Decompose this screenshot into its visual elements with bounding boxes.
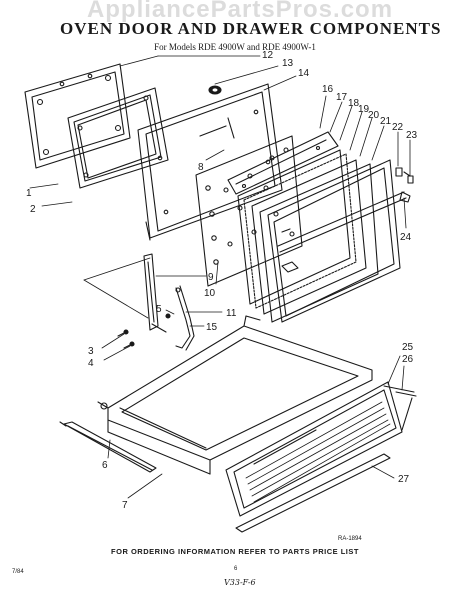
leader-lines [29,55,411,499]
callout-11: 11 [226,308,237,319]
callout-1: 1 [26,188,32,199]
part-outer-door-panel [267,159,411,323]
part-door-hardware [395,167,414,184]
part-insulation-panel [195,135,303,287]
callout-5: 5 [156,304,162,315]
callout-2: 2 [30,204,36,215]
part-hinge-arm [175,285,195,351]
part-bottom-trim [235,453,391,533]
callout-6: 6 [102,460,108,471]
handwritten-code: V33-F-6 [224,578,256,587]
callout-10: 10 [204,288,216,299]
callout-labels: 1 2 3 4 5 6 7 8 9 10 11 12 13 14 15 16 1… [26,50,418,511]
callout-26: 26 [402,354,414,365]
model-subtitle: For Models RDE 4900W and RDE 4900W-1 [154,42,316,52]
page-title: OVEN DOOR AND DRAWER COMPONENTS [60,19,442,38]
ordering-note: FOR ORDERING INFORMATION REFER TO PARTS … [111,547,359,556]
callout-15: 15 [206,322,218,333]
part-hinge [143,253,167,333]
callout-18: 18 [348,98,360,109]
callout-23: 23 [406,130,418,141]
part-drawer-pan [97,315,373,475]
callout-8: 8 [198,162,204,173]
callout-24: 24 [400,232,412,243]
callout-7: 7 [122,500,128,511]
callout-27: 27 [398,474,410,485]
date-code: 7/84 [12,569,24,575]
callout-19: 19 [358,104,370,115]
callout-13: 13 [282,58,294,69]
callout-16: 16 [322,84,334,95]
callout-12: 12 [262,50,274,61]
part-door-panel-layers [227,131,379,323]
callout-17: 17 [336,92,348,103]
part-door-gasket [67,87,169,189]
part-door-outer-frame [24,63,131,169]
callout-9: 9 [208,272,214,283]
page-number: 6 [234,566,238,572]
callout-25: 25 [402,342,414,353]
part-drawer-front [225,381,417,517]
callout-20: 20 [368,110,380,121]
part-screws [117,313,171,349]
part-drawer-rail [59,421,157,473]
callout-21: 21 [380,116,392,127]
callout-22: 22 [392,122,404,133]
callout-14: 14 [298,68,310,79]
callout-4: 4 [88,358,94,369]
watermark: AppliancePartsPros.com [86,0,394,23]
callout-3: 3 [88,346,94,357]
part-grommet [208,85,222,95]
drawing-number: RA-1894 [338,536,362,542]
